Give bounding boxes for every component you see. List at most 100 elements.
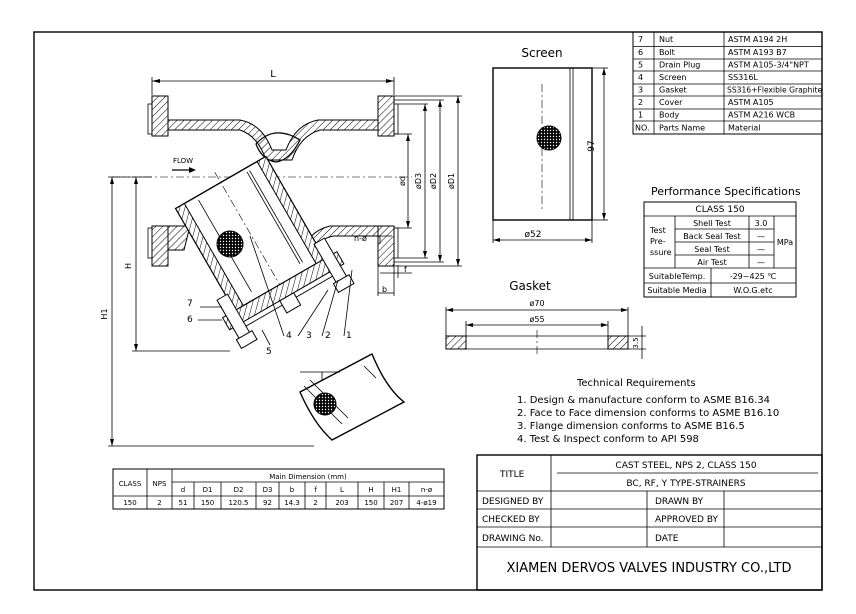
- length-dim-label: L: [270, 69, 276, 80]
- screen-mesh-hole: [536, 125, 562, 151]
- dim-row-value: 203: [335, 499, 348, 507]
- parts-row-no: 3: [638, 86, 643, 95]
- screen-width-dim: ø52: [525, 230, 542, 240]
- b-dim-label: b: [382, 285, 387, 294]
- sheet-border: [33, 31, 823, 591]
- dim-col-header: d: [181, 486, 185, 494]
- back-seal-test-value: —: [757, 232, 765, 241]
- dim-col-header: D2: [234, 486, 244, 494]
- h-dim-label: H: [124, 263, 133, 269]
- seal-test-value: —: [757, 245, 765, 254]
- parts-row-material: SS316+Flexible Graphite: [727, 86, 823, 95]
- dim-group-header: Main Dimension (mm): [269, 473, 347, 481]
- dim-row-value: 120.5: [228, 499, 248, 507]
- tech-req-item: 2. Face to Face dimension conforms to AS…: [517, 408, 779, 419]
- parts-row-no: 2: [638, 98, 643, 107]
- dim-row-value: 14.3: [284, 499, 300, 507]
- pressure-unit: MPa: [777, 238, 793, 247]
- back-seal-test-label: Back Seal Test: [683, 232, 740, 241]
- dim-col-header: f: [314, 486, 317, 494]
- dim-class-header: CLASS: [119, 480, 142, 488]
- callout-7: 7: [187, 299, 193, 309]
- parts-row-no: 4: [638, 73, 643, 82]
- parts-row-material: ASTM A193 B7: [728, 48, 787, 57]
- dim-row-value: 4-ø19: [416, 499, 436, 507]
- dim-col-header: b: [290, 486, 295, 494]
- tech-req-title: Technical Requirements: [576, 378, 696, 389]
- suitable-temp-label: SuitableTemp.: [649, 272, 706, 281]
- parts-row-material: ASTM A105: [728, 98, 774, 107]
- tech-req-item: 1. Design & manufacture conform to ASME …: [517, 395, 770, 406]
- screen-height-dim: 97: [587, 140, 597, 151]
- drawing-no-label: DRAWING No.: [482, 534, 544, 544]
- flow-label: FLOW: [173, 157, 193, 165]
- dim-col-header: H: [368, 486, 373, 494]
- dim-col-header: D3: [263, 486, 273, 494]
- performance-specifications: Performance Specifications CLASS 150 Tes…: [643, 185, 801, 298]
- suitable-media-label: Suitable Media: [647, 286, 706, 295]
- dim-col-header: L: [340, 486, 344, 494]
- title-line-1: CAST STEEL, NPS 2, CLASS 150: [615, 461, 756, 471]
- parts-list-table: 7 Nut ASTM A194 2H 6 Bolt ASTM A193 B7 5…: [632, 31, 823, 135]
- title-label: TITLE: [499, 470, 525, 480]
- callout-6: 6: [187, 315, 193, 325]
- parts-row-name: Bolt: [659, 48, 675, 57]
- d3-dim-label: øD3: [414, 173, 423, 189]
- parts-row-no: 6: [638, 48, 643, 57]
- air-test-value: —: [757, 258, 765, 267]
- gasket-view-title: Gasket: [509, 279, 551, 293]
- suitable-media-value: W.O.G.etc: [733, 286, 772, 295]
- performance-class: CLASS 150: [695, 205, 744, 215]
- h1-dim-label: H1: [100, 308, 109, 319]
- parts-row-name: Cover: [659, 98, 683, 107]
- date-label: DATE: [655, 534, 679, 544]
- screen-view: Screen 97 ø52: [492, 46, 608, 243]
- parts-row-material: SS316L: [728, 73, 758, 82]
- parts-row-name: Body: [659, 111, 679, 120]
- parts-row-name: Gasket: [659, 86, 687, 95]
- dim-row-value: 207: [390, 499, 403, 507]
- test-label-2: Pre-: [650, 237, 666, 246]
- detail-mesh-hole: [313, 392, 337, 416]
- tech-req-item: 3. Flange dimension conforms to ASME B16…: [517, 421, 745, 432]
- approved-by-label: APPROVED BY: [655, 515, 719, 525]
- callout-2: 2: [325, 331, 331, 341]
- callout-4: 4: [286, 331, 292, 341]
- callout-3: 3: [306, 331, 312, 341]
- test-label-3: ssure: [650, 248, 672, 257]
- gasket-outer-dim: ø70: [529, 299, 544, 308]
- tech-req-item: 4. Test & Inspect conform to API 598: [517, 434, 699, 445]
- dim-row-value: 150: [364, 499, 377, 507]
- title-line-2: BC, RF, Y TYPE-STRAINERS: [626, 479, 745, 489]
- gasket-thickness-dim: 3.5: [632, 337, 640, 348]
- dim-col-header: n-ø: [421, 486, 433, 494]
- dim-row-class: 150: [123, 499, 136, 507]
- parts-row-material: ASTM A105-3/4"NPT: [728, 61, 809, 70]
- shell-test-label: Shell Test: [693, 219, 731, 228]
- drawn-by-label: DRAWN BY: [655, 497, 704, 507]
- dim-col-header: H1: [392, 486, 402, 494]
- parts-header-no: NO.: [635, 124, 650, 133]
- main-dimension-table: CLASS NPS Main Dimension (mm) d D1 D2 D3…: [112, 468, 445, 510]
- gasket-view: Gasket ø70 ø55 3.5: [445, 279, 646, 359]
- checked-by-label: CHECKED BY: [482, 515, 540, 525]
- screen-view-title: Screen: [521, 46, 562, 60]
- parts-header-material: Material: [728, 124, 761, 133]
- dim-nps-header: NPS: [153, 480, 167, 488]
- parts-row-material: ASTM A216 WCB: [728, 111, 795, 120]
- parts-row-name: Screen: [659, 73, 687, 82]
- d2-dim-label: øD2: [429, 173, 438, 189]
- parts-row-no: 1: [638, 111, 643, 120]
- gasket-inner-dim: ø55: [529, 315, 544, 324]
- screen-mesh-hole-main: [216, 230, 244, 258]
- seal-test-label: Seal Test: [694, 245, 729, 254]
- dim-row-value: 92: [263, 499, 272, 507]
- y-strainer-section-view: L FLOW: [100, 69, 462, 447]
- parts-row-name: Drain Plug: [659, 61, 700, 70]
- title-block: TITLE CAST STEEL, NPS 2, CLASS 150 BC, R…: [476, 454, 823, 591]
- suitable-temp-value: -29~425 ℃: [730, 272, 777, 281]
- technical-requirements: Technical Requirements 1. Design & manuf…: [517, 378, 779, 445]
- dim-row-value: 51: [179, 499, 188, 507]
- parts-row-material: ASTM A194 2H: [728, 35, 787, 44]
